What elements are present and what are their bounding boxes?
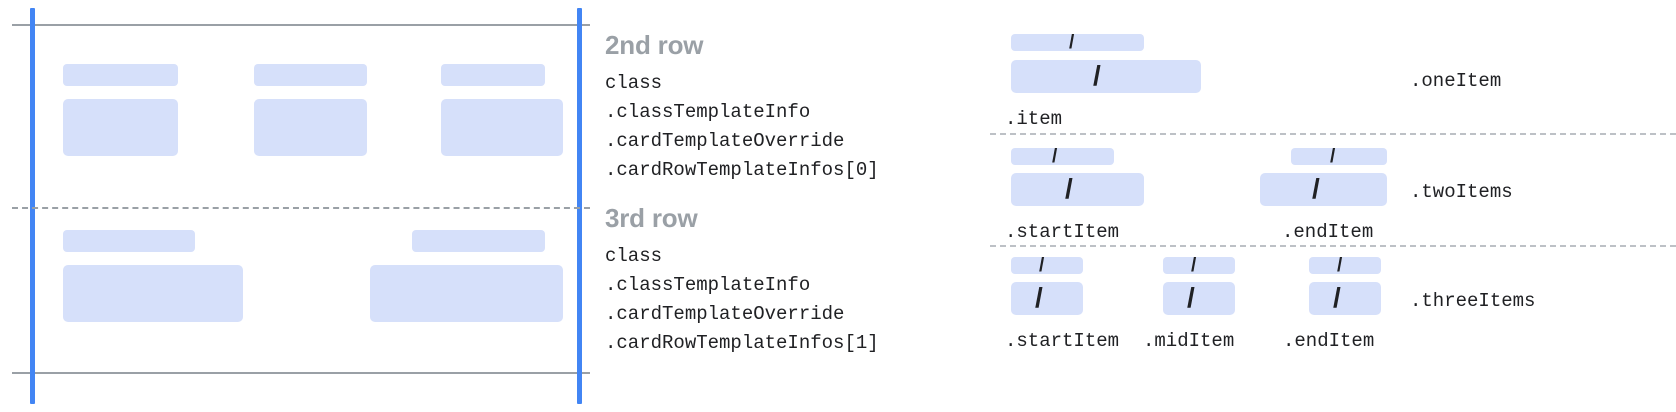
item-name-label: .midItem [1143,330,1235,352]
slash-glyph: / [1039,255,1045,276]
item-label-bar [1011,148,1114,165]
placeholder-body [63,265,243,322]
placeholder-label [63,230,195,252]
left-panel [0,0,600,412]
annotation-code-line: .classTemplateInfo [605,101,811,123]
slash-glyph: / [1035,282,1043,313]
right-edge-guide [577,8,582,404]
slash-glyph: / [1187,282,1195,313]
annotation-code-line: .cardRowTemplateInfos[0] [605,159,879,181]
item-body-box [1011,173,1144,206]
slash-glyph: / [1333,282,1341,313]
slash-glyph: / [1065,173,1073,204]
variant-name-label: .threeItems [1410,290,1536,312]
slash-glyph: / [1337,255,1343,276]
item-label-bar [1011,34,1144,51]
item-label-bar [1291,148,1387,165]
annotation-title: 2nd row [605,30,704,60]
slash-glyph: / [1093,60,1101,91]
placeholder-label [441,64,545,86]
annotation-code-line: class [605,72,663,94]
placeholder-body [441,99,563,156]
row-divider-dashed [12,207,590,209]
annotation-code-line: .cardRowTemplateInfos[1] [605,332,879,354]
slash-glyph: / [1330,146,1336,167]
left-edge-guide [30,8,35,404]
placeholder-body [63,99,178,156]
slash-glyph: / [1312,173,1320,204]
bottom-boundary-rule [12,372,590,374]
slash-glyph: / [1191,255,1197,276]
item-label-bar [1163,257,1235,274]
item-body-box [1011,60,1201,93]
item-body-box [1163,282,1235,315]
placeholder-label [254,64,367,86]
item-name-label: .endItem [1282,221,1374,243]
placeholder-label [63,64,178,86]
annotation-2nd-row: 2nd row class .classTemplateInfo .cardTe… [605,30,879,185]
variant-divider-dashed [990,133,1676,135]
item-name-label: .startItem [1005,221,1120,243]
item-body-box [1011,282,1083,315]
variant-one-item: / / .item .oneItem [980,0,1676,136]
top-boundary-rule [12,24,590,26]
annotation-code-line: .cardTemplateOverride [605,130,845,152]
variant-two-items: / / .startItem / / .endItem .twoItems [980,136,1676,246]
placeholder-body [370,265,563,322]
second-row-preview [0,0,600,207]
right-panel: / / .item .oneItem / / .startItem / [980,0,1676,412]
annotation-column: 2nd row class .classTemplateInfo .cardTe… [600,0,980,412]
third-row-preview [0,207,600,372]
variant-name-label: .oneItem [1410,70,1502,92]
slash-glyph: / [1052,146,1058,167]
annotation-code-line: class [605,245,663,267]
variant-three-items: / / .startItem / / .midItem / / .endItem [980,248,1676,358]
annotation-3rd-row: 3rd row class .classTemplateInfo .cardTe… [605,203,879,358]
item-label-bar [1011,257,1083,274]
item-label-bar [1309,257,1381,274]
annotation-code-line: .cardTemplateOverride [605,303,845,325]
slash-glyph: / [1069,32,1075,53]
annotation-title: 3rd row [605,203,698,233]
item-name-label: .startItem [1005,330,1120,352]
item-body-box [1309,282,1381,315]
annotation-code-line: .classTemplateInfo [605,274,811,296]
placeholder-body [254,99,367,156]
item-name-label: .endItem [1283,330,1375,352]
item-name-label: .item [1005,108,1063,130]
variant-divider-dashed [990,245,1676,247]
item-body-box [1260,173,1387,206]
variant-name-label: .twoItems [1410,181,1513,203]
placeholder-label [412,230,545,252]
